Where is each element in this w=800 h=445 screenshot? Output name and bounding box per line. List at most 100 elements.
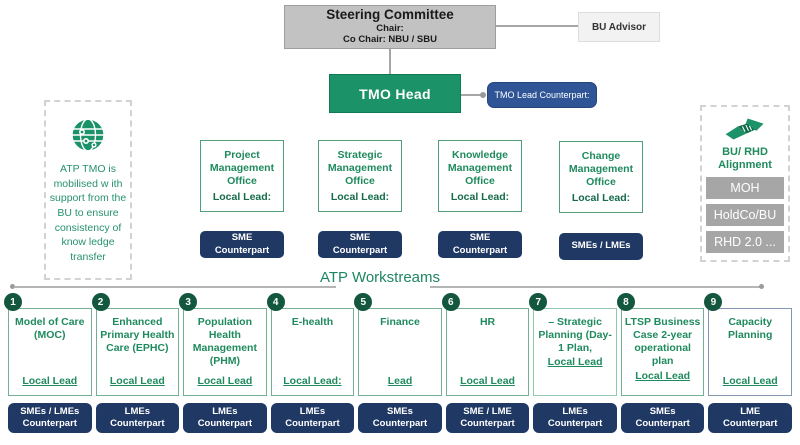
workstream-moc: 1 Model of Care (MOC) Local Lead SMEs / …: [4, 293, 92, 439]
workstream-lead: Local Lead: [460, 375, 515, 387]
office-strategic-management: Strategic Management Office Local Lead:: [318, 140, 402, 212]
counterpart-line: Counterpart: [110, 418, 165, 429]
workstream-box: Enhanced Primary Health Care (EPHC) Loca…: [95, 308, 180, 396]
counterpart-line: Counterpart: [214, 244, 270, 256]
counterpart-line: SME: [469, 232, 491, 244]
workstream-lead: Local Lead: [547, 356, 603, 369]
office-counterpart-badge: SMEs / LMEs: [559, 233, 643, 260]
workstream-box: Finance Lead: [358, 308, 442, 396]
workstream-lead: Local Lead:: [283, 375, 342, 387]
office-lead: Local Lead:: [571, 192, 631, 204]
workstream-title: Finance: [380, 316, 420, 328]
workstream-number-badge: 3: [179, 293, 198, 311]
workstream-counterpart-badge: LME Counterpart: [708, 403, 792, 433]
rule-dot-left: [10, 284, 15, 289]
counterpart-line: SMEs: [649, 405, 676, 417]
counterpart-line: Counterpart: [285, 418, 340, 429]
bu-rhd-alignment-panel: BU/ RHD Alignment MOH HoldCo/BU RHD 2.0 …: [700, 105, 790, 262]
workstream-ltsp: 8 LTSP Business Case 2-year operational …: [616, 293, 705, 439]
workstream-counterpart-badge: SMEs / LMEs Counterpart: [8, 403, 92, 433]
office-project-management: Project Management Office Local Lead:: [200, 140, 284, 212]
counterpart-line: Counterpart: [372, 418, 428, 429]
workstream-counterpart-badge: LMEs Counterpart: [95, 403, 180, 433]
counterpart-line: SME / LME: [463, 405, 512, 417]
workstream-number-badge: 1: [4, 293, 22, 311]
steering-committee-box: Steering Committee Chair: Co Chair: NBU …: [284, 5, 496, 49]
workstream-title: Enhanced Primary Health Care (EPHC): [100, 316, 175, 355]
counterpart-line: Counterpart: [460, 418, 515, 429]
counterpart-line: SMEs / LMEs: [571, 240, 631, 252]
workstream-lead: Local Lead: [722, 375, 778, 387]
counterpart-line: Counterpart: [723, 418, 778, 429]
workstream-number-badge: 2: [91, 293, 110, 311]
workstream-ehealth: 4 E-health Local Lead: LMEs Counterpart: [266, 293, 355, 439]
connector-steering-to-advisor: [496, 25, 578, 27]
steering-chair-label: Chair:: [376, 22, 404, 34]
workstream-title: Capacity Planning: [728, 316, 773, 342]
workstream-number-badge: 8: [616, 293, 635, 311]
alignment-item-rhd: RHD 2.0 ...: [706, 231, 784, 254]
bu-advisor-box: BU Advisor: [578, 12, 660, 42]
workstream-counterpart-badge: SMEs Counterpart: [358, 403, 442, 433]
counterpart-line: SMEs: [387, 405, 413, 417]
workstream-finance: 5 Finance Lead SMEs Counterpart: [354, 293, 442, 439]
left-note-text: ATP TMO is mobilised w ith support from …: [49, 163, 127, 264]
workstream-hr: 6 HR Local Lead SME / LME Counterpart: [441, 293, 530, 439]
counterpart-line: LME: [740, 405, 761, 417]
office-title: Knowledge Management Office: [447, 149, 513, 188]
office-counterpart-badge: SME Counterpart: [200, 231, 284, 258]
workstream-counterpart-badge: SME / LME Counterpart: [445, 403, 530, 433]
workstream-title: Population Health Management (PHM): [192, 316, 257, 368]
workstream-box: LTSP Business Case 2-year operational pl…: [620, 308, 705, 396]
tmo-head-box: TMO Head: [329, 74, 461, 113]
office-change-management: Change Management Office Local Lead:: [559, 141, 643, 213]
workstream-lead: Local Lead: [22, 375, 78, 387]
workstream-box: – Strategic Planning (Day-1 Plan, Local …: [533, 308, 617, 396]
workstream-ephc: 2 Enhanced Primary Health Care (EPHC) Lo…: [91, 293, 180, 439]
workstream-box: E-health Local Lead:: [270, 308, 355, 396]
workstream-phm: 3 Population Health Management (PHM) Loc…: [179, 293, 267, 439]
alignment-item-moh: MOH: [706, 177, 784, 200]
steering-cochair-label: Co Chair: NBU / SBU: [343, 34, 437, 46]
workstream-number-badge: 7: [529, 293, 548, 311]
globe-icon: [71, 118, 105, 152]
counterpart-line: LMEs: [562, 405, 588, 417]
workstream-title: HR: [479, 316, 496, 328]
counterpart-line: LMEs: [212, 405, 238, 417]
steering-committee-title: Steering Committee: [326, 6, 454, 22]
tmo-lead-counterpart-pill: TMO Lead Counterpart:: [487, 82, 597, 108]
counterpart-line: LMEs: [299, 405, 326, 417]
workstream-box: Model of Care (MOC) Local Lead: [8, 308, 92, 396]
counterpart-line: Counterpart: [547, 418, 603, 429]
counterpart-line: Counterpart: [22, 418, 77, 429]
workstream-lead: Local Lead: [635, 369, 691, 382]
alignment-item-holdco: HoldCo/BU: [706, 204, 784, 227]
rule-dot-right: [759, 284, 764, 289]
office-counterpart-badge: SME Counterpart: [438, 231, 522, 258]
workstream-counterpart-badge: LMEs Counterpart: [270, 403, 355, 433]
workstream-lead: Local Lead: [197, 375, 253, 387]
workstream-number-badge: 5: [354, 293, 373, 311]
office-title: Project Management Office: [209, 149, 275, 188]
office-lead: Local Lead:: [330, 191, 390, 203]
alignment-title: BU/ RHD Alignment: [718, 146, 772, 172]
workstreams-rule-left: [14, 286, 336, 288]
workstream-box: HR Local Lead: [445, 308, 530, 396]
office-knowledge-management: Knowledge Management Office Local Lead:: [438, 140, 522, 212]
counterpart-line: SME: [231, 232, 253, 244]
workstream-strategic-planning: 7 – Strategic Planning (Day-1 Plan, Loca…: [529, 293, 617, 439]
office-lead: Local Lead:: [450, 191, 510, 203]
handshake-icon: [725, 118, 764, 140]
workstream-number-badge: 4: [266, 293, 285, 311]
counterpart-line: Counterpart: [452, 244, 508, 256]
office-counterpart-badge: SME Counterpart: [318, 231, 402, 258]
counterpart-line: Counterpart: [197, 418, 253, 429]
workstream-number-badge: 6: [441, 293, 460, 311]
office-lead: Local Lead:: [212, 191, 272, 203]
workstream-counterpart-badge: SMEs Counterpart: [620, 403, 705, 433]
counterpart-line: SMEs / LMEs: [20, 405, 80, 417]
counterpart-line: LMEs: [124, 405, 150, 417]
workstream-box: Capacity Planning Local Lead: [708, 308, 792, 396]
office-title: Strategic Management Office: [327, 149, 393, 188]
